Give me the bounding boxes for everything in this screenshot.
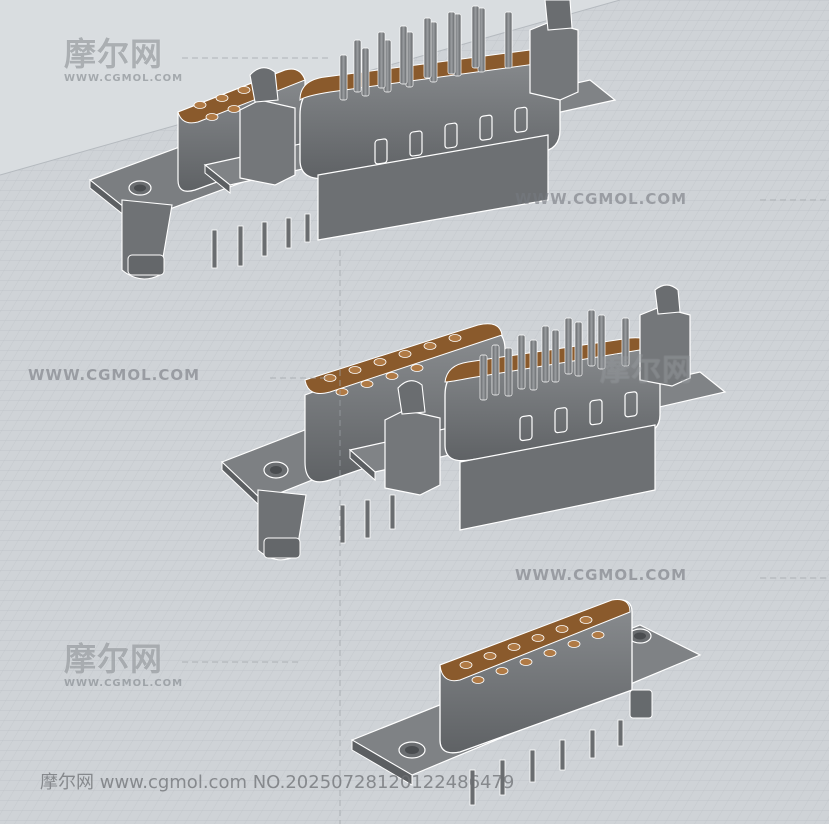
connector-bottom bbox=[350, 599, 702, 806]
watermark-lines bbox=[182, 57, 829, 824]
watermark-logo-en-1: WWW.CGMOL.COM bbox=[64, 73, 184, 84]
connector-top-front bbox=[203, 0, 617, 241]
watermark-url-3: WWW.CGMOL.COM bbox=[515, 566, 688, 584]
connector-middle bbox=[220, 284, 727, 561]
connector-top bbox=[88, 0, 617, 280]
connector-middle-front bbox=[348, 284, 727, 531]
footer-watermark: 摩尔网 www.cgmol.com NO.2025072812012248647… bbox=[40, 772, 515, 793]
watermark-url-1: WWW.CGMOL.COM bbox=[515, 190, 688, 208]
watermark-url-2: WWW.CGMOL.COM bbox=[28, 366, 201, 384]
watermark-logo-cn-3: 摩尔网 bbox=[64, 640, 164, 678]
watermark-logo-cn-1: 摩尔网 bbox=[64, 35, 164, 73]
watermark-logo-en-3: WWW.CGMOL.COM bbox=[64, 678, 184, 689]
watermark-logo-cn-2: 摩尔网 bbox=[600, 353, 693, 388]
